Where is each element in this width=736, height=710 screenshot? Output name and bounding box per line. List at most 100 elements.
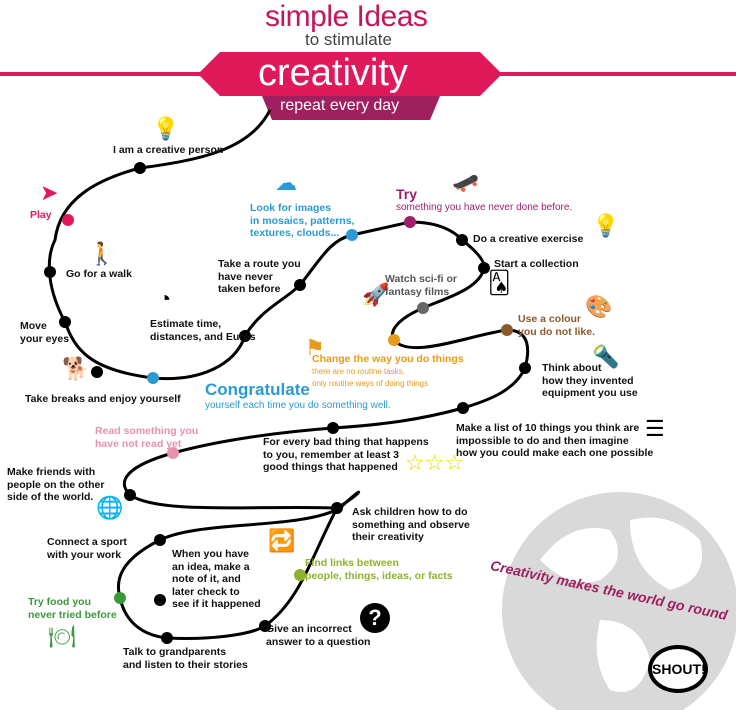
idea-text: Connect a sport with your work xyxy=(47,536,127,561)
signpost-icon: ⚑ xyxy=(305,335,325,360)
path-dot xyxy=(331,502,343,514)
path-dot xyxy=(154,594,166,606)
idea-label: Look for images in mosaics, patterns, te… xyxy=(250,202,354,240)
idea-text: Take breaks and enjoy yourself xyxy=(25,393,181,405)
idea-label: I am a creative person xyxy=(113,144,223,157)
idea-label: Take breaks and enjoy yourself xyxy=(25,393,181,406)
idea-text: Change the way you do things xyxy=(312,353,464,365)
idea-text: Move your eyes xyxy=(20,320,70,345)
flashlight-icon: 🔦 xyxy=(592,344,620,369)
path-dot xyxy=(154,534,166,546)
walking-person-icon: 🚶 xyxy=(88,241,116,266)
idea-text: Congratulate xyxy=(205,380,310,399)
idea-label: Find links between people, things, ideas… xyxy=(305,557,453,582)
idea-label: Think about how they invented equipment … xyxy=(542,362,638,400)
idea-text: Ask children how to do something and obs… xyxy=(352,506,470,543)
idea-label: Give an incorrect answer to a question xyxy=(266,623,370,648)
path-dot xyxy=(478,262,490,274)
path-dot xyxy=(62,214,74,226)
path-dot xyxy=(388,334,400,346)
path-dot xyxy=(114,592,126,604)
repeat-icon: 🔁 xyxy=(268,528,296,553)
path-dot xyxy=(161,632,173,644)
idea-text: Try food you never tried before xyxy=(28,596,117,621)
question-icon: ? xyxy=(360,603,390,633)
path-dot xyxy=(147,372,159,384)
idea-text: Think about how they invented equipment … xyxy=(542,362,638,399)
idea-label: Play xyxy=(30,209,52,222)
idea-text: Make a list of 10 things you think are i… xyxy=(456,422,654,459)
idea-text: When you have an idea, make a note of it… xyxy=(172,548,261,610)
idea-subtext: something you have never done before. xyxy=(396,202,573,213)
rocket-icon: 🚀 xyxy=(362,282,390,307)
stars-icon: ☆☆☆ xyxy=(405,450,465,475)
path-dot xyxy=(134,162,146,174)
path-dot xyxy=(294,569,306,581)
path-dot xyxy=(501,324,513,336)
idea-label: For every bad thing that happens to you,… xyxy=(263,436,429,474)
palette-icon: 🎨 xyxy=(585,294,613,319)
subtitle-banner xyxy=(262,96,440,120)
list-icon: ☰ xyxy=(645,416,665,441)
idea-label: Connect a sport with your work xyxy=(47,536,127,561)
idea-text: For every bad thing that happens to you,… xyxy=(263,436,429,473)
idea-text: Estimate time, distances, and Euros xyxy=(150,318,256,343)
path-dot xyxy=(346,229,358,241)
path-dot xyxy=(417,302,429,314)
dog-icon: 🐕 xyxy=(62,356,90,381)
idea-label: Ask children how to do something and obs… xyxy=(352,506,470,544)
idea-text: Give an incorrect answer to a question xyxy=(266,623,371,648)
path-dot xyxy=(519,362,531,374)
lightbulb-icon: 💡 xyxy=(152,116,180,141)
idea-text: Read something you have not read yet xyxy=(95,425,199,450)
idea-text: Do a creative exercise xyxy=(473,233,584,245)
path-dot xyxy=(124,489,136,501)
pie-clock-icon: ◔ xyxy=(158,286,172,311)
path-dot xyxy=(239,330,251,342)
paper-plane-icon: ➤ xyxy=(40,180,59,205)
idea-text: Use a colour you do not like. xyxy=(518,313,596,338)
title-creativity: creativity xyxy=(258,52,408,94)
path-dot xyxy=(456,234,468,246)
globe-icon: 🌐 xyxy=(96,495,124,520)
plate-icon: 🍽 xyxy=(48,624,76,649)
path-dot xyxy=(294,279,306,291)
path-dot xyxy=(327,422,339,434)
path-dot xyxy=(91,366,103,378)
idea-text: Talk to grandparents and listen to their… xyxy=(123,646,248,671)
globe-continents xyxy=(540,517,702,692)
idea-text: Make friends with people on the other si… xyxy=(7,466,105,503)
idea-label: Estimate time, distances, and Euros xyxy=(150,318,256,343)
idea-text: Go for a walk xyxy=(66,268,132,280)
title-repeat: repeat every day xyxy=(280,97,400,114)
shout-logo: SHOUT! xyxy=(648,645,708,693)
idea-text: Look for images in mosaics, patterns, te… xyxy=(250,202,355,239)
idea-subtext: yourself each time you do something well… xyxy=(205,400,391,411)
idea-label: Move your eyes xyxy=(20,320,69,345)
cards-icon: 🂡 xyxy=(488,270,511,295)
idea-text: I am a creative person xyxy=(113,144,224,156)
idea-label: Make a list of 10 things you think are i… xyxy=(456,422,653,460)
idea-label: Try food you never tried before xyxy=(28,596,117,621)
path-dot xyxy=(259,620,271,632)
path-dot xyxy=(167,447,179,459)
path-dot xyxy=(404,216,416,228)
idea-label: Start a collection xyxy=(494,258,579,271)
idea-label: Do a creative exercise xyxy=(473,233,583,246)
path-dot xyxy=(457,402,469,414)
idea-text: Take a route you have never taken before xyxy=(218,258,301,295)
idea-label: Make friends with people on the other si… xyxy=(7,466,104,504)
idea-label: Talk to grandparents and listen to their… xyxy=(123,646,248,671)
idea-subtext: there are no routine tasks, only routine… xyxy=(312,366,429,389)
cloud-icon: ☁ xyxy=(275,170,297,195)
idea-label: When you have an idea, make a note of it… xyxy=(172,548,261,611)
idea-text: Play xyxy=(30,209,52,221)
idea-text: Watch sci-fi or fantasy films xyxy=(385,273,457,298)
idea-label: Read something you have not read yet xyxy=(95,425,198,450)
idea-label: Go for a walk xyxy=(66,268,132,281)
idea-label: Watch sci-fi or fantasy films xyxy=(385,273,457,298)
